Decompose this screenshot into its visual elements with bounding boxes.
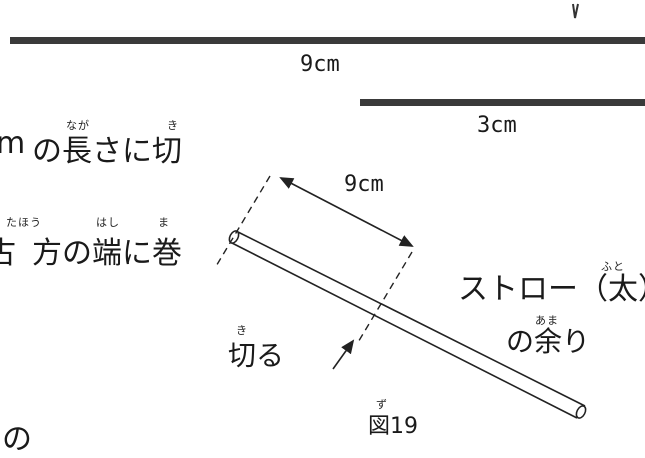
line1-furigana-ki: き bbox=[167, 119, 179, 132]
right-dashed-guide bbox=[356, 251, 413, 345]
straw-label: ストロー（太） bbox=[458, 272, 645, 307]
cut-label: 切る bbox=[228, 339, 285, 372]
long-strip-label: 9cm bbox=[300, 52, 340, 77]
left-text-line2-prefix: 古 bbox=[0, 236, 16, 271]
remainder-furigana: あま bbox=[535, 314, 559, 327]
caption-furigana: ず bbox=[376, 398, 388, 411]
left-dashed-guide bbox=[214, 175, 271, 269]
cut-pointer-arrow bbox=[332, 339, 355, 370]
long-strip-9cm bbox=[10, 37, 645, 44]
left-text-line1-prefix: m bbox=[0, 126, 26, 161]
straw-cut-length-label: 9cm bbox=[344, 172, 384, 197]
figure-caption: 図19 bbox=[368, 414, 418, 439]
top-right-mark bbox=[572, 3, 579, 19]
length-arrow bbox=[279, 177, 414, 247]
short-strip-label: 3cm bbox=[477, 113, 517, 138]
line1-furigana-naga: なが bbox=[66, 119, 90, 132]
short-strip-3cm bbox=[360, 99, 645, 106]
left-text-line2: 方の端に巻 bbox=[32, 236, 182, 271]
straw-cut-diagram bbox=[214, 3, 587, 419]
straw-furigana: ふと bbox=[601, 260, 625, 273]
line2-furigana-ma: ま bbox=[158, 216, 170, 229]
cut-furigana: き bbox=[236, 324, 248, 337]
left-text-line1: の長さに切 bbox=[32, 134, 182, 169]
line2-furigana-hashi: はし bbox=[96, 216, 120, 229]
line2-furigana-tahou: たほう bbox=[6, 216, 42, 229]
remainder-label: の余り bbox=[506, 325, 591, 358]
